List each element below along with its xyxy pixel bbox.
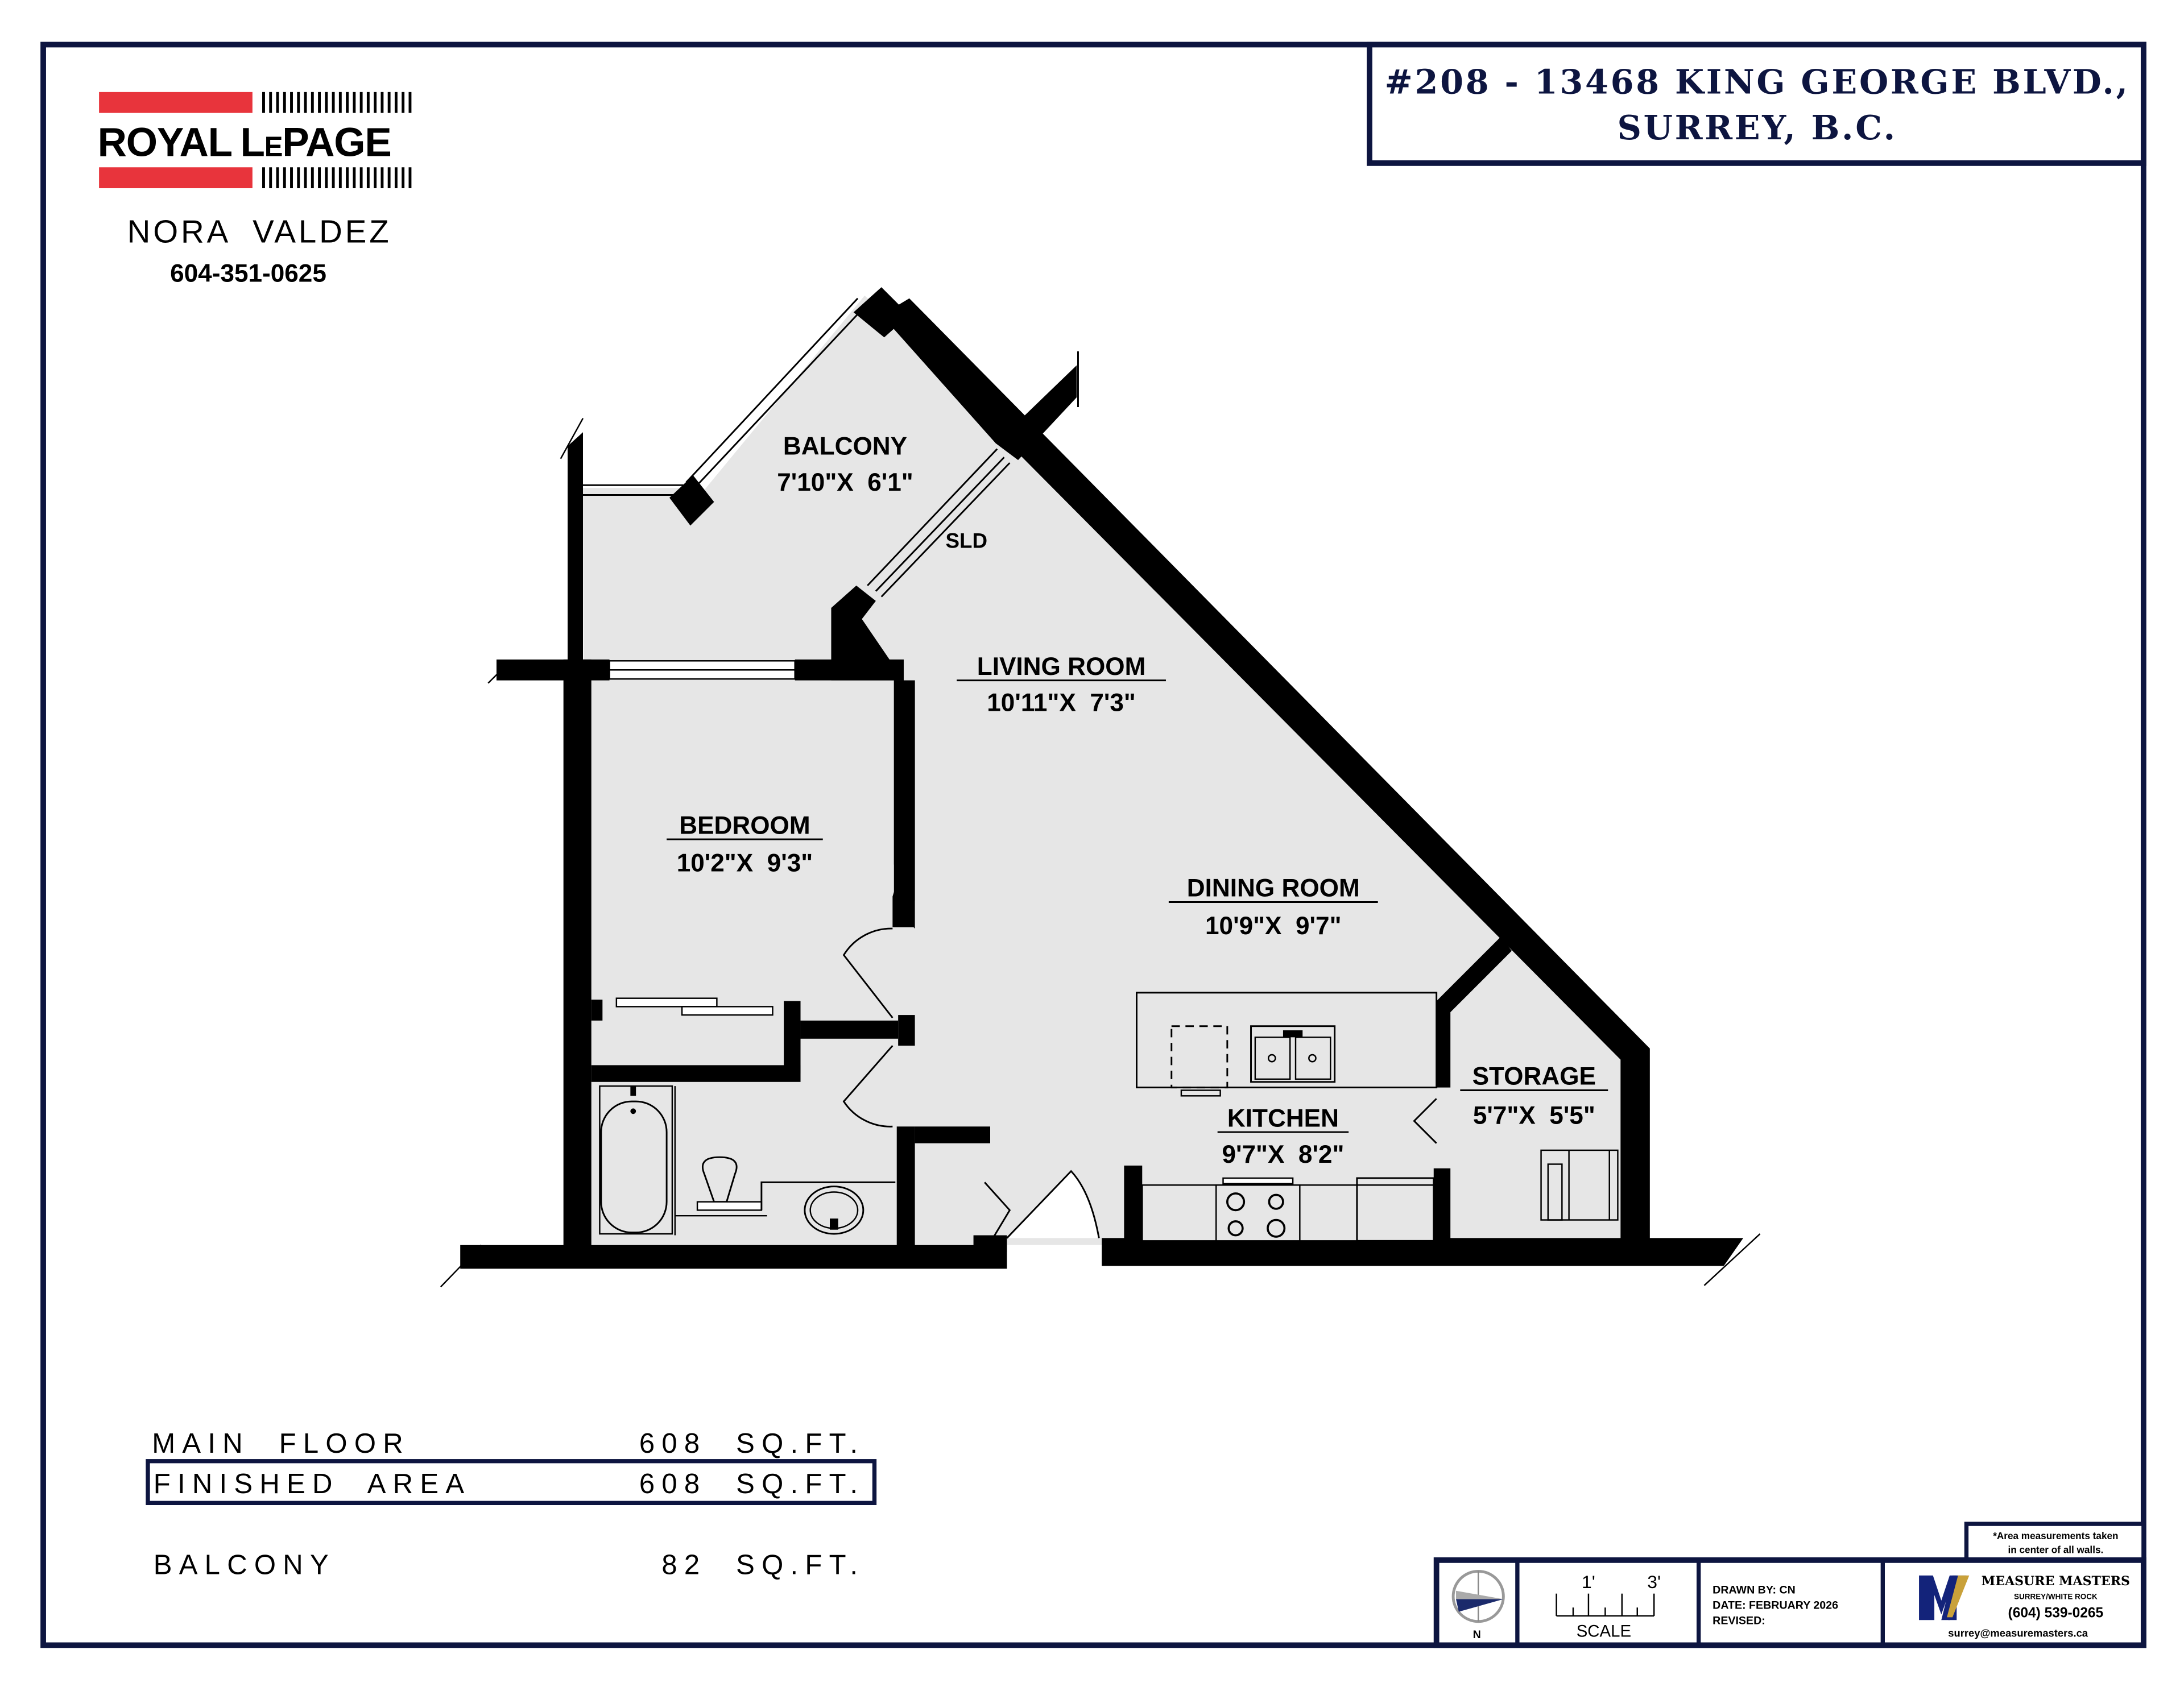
sliding-door <box>867 448 1011 598</box>
room-label-bedroom: BEDROOM 10'2"X 9'3" <box>667 811 823 877</box>
storage-wall <box>1436 936 1512 1088</box>
burner <box>1268 1193 1284 1210</box>
exterior-wall-bottom <box>460 1245 1007 1269</box>
balcony-post <box>669 475 714 526</box>
area-value-balcony: 82 SQ.FT. <box>661 1549 864 1580</box>
svg-text:1': 1' <box>1582 1572 1595 1592</box>
dishwasher-outline <box>1170 1025 1228 1089</box>
wall <box>831 585 904 681</box>
svg-text:BEDROOM: BEDROOM <box>679 811 810 839</box>
sld-label: SLD <box>946 529 988 553</box>
address-box: #208 - 13468 KING GEORGE BLVD., SURREY, … <box>1367 42 2146 166</box>
room-labels: BALCONY 7'10"X 6'1" SLD LIVING ROOM 10'1… <box>667 432 1608 1168</box>
svg-text:3': 3' <box>1647 1572 1661 1592</box>
svg-text:5'7"X 5'5": 5'7"X 5'5" <box>1473 1101 1595 1129</box>
area-label-main-floor: MAIN FLOOR <box>152 1428 410 1459</box>
area-value-main-floor: 608 SQ.FT. <box>639 1428 864 1459</box>
area-label-balcony: BALCONY <box>154 1549 336 1580</box>
logo-barcode-bottom <box>262 167 412 189</box>
burner <box>1226 1192 1246 1212</box>
bedroom-door-swing <box>842 927 894 1018</box>
measurement-note: *Area measurements taken in center of al… <box>1964 1522 2146 1562</box>
vanity-sink <box>760 1181 896 1235</box>
svg-text:10'9"X 9'7": 10'9"X 9'7" <box>1205 912 1341 940</box>
wall <box>1433 1168 1451 1241</box>
wall <box>995 365 1077 461</box>
burner <box>1227 1220 1244 1237</box>
title-block: N 1' 3' SCALE DRAWN BY: CN DATE: FEBRUAR… <box>1433 1557 2146 1648</box>
svg-text:in center of all walls.: in center of all walls. <box>2008 1544 2103 1556</box>
address-line-2: SURREY, B.C. <box>1617 108 1897 147</box>
mm-logo-mark <box>1919 1575 1957 1620</box>
revised: REVISED: <box>1713 1615 1765 1627</box>
kitchen-island <box>1135 992 1438 1097</box>
drawing-date: DATE: FEBRUARY 2026 <box>1713 1599 1838 1612</box>
logo-red-bar-top <box>99 92 253 113</box>
balcony-railing <box>582 297 866 496</box>
wall <box>1124 1165 1143 1242</box>
closet-door <box>615 997 718 1008</box>
logo-red-bar-bottom <box>99 167 253 189</box>
toilet <box>675 1156 767 1217</box>
svg-text:BALCONY: BALCONY <box>783 432 907 460</box>
wall <box>563 659 592 1252</box>
refrigerator <box>1356 1177 1435 1242</box>
svg-text:STORAGE: STORAGE <box>1472 1063 1596 1091</box>
area-value-finished: 608 SQ.FT. <box>639 1469 864 1499</box>
drawing-info: DRAWN BY: CN DATE: FEBRUARY 2026 REVISED… <box>1713 1584 1838 1627</box>
svg-text:*Area measurements taken: *Area measurements taken <box>1993 1530 2118 1541</box>
company-name: MEASURE MASTERS <box>1982 1574 2130 1589</box>
washer-dryer <box>1540 1149 1619 1221</box>
svg-text:10'11"X 7'3": 10'11"X 7'3" <box>987 689 1136 717</box>
area-label-finished: FINISHED AREA <box>154 1469 471 1499</box>
svg-text:LIVING ROOM: LIVING ROOM <box>977 653 1146 681</box>
burner <box>1267 1218 1286 1238</box>
storage-door <box>1413 1098 1437 1144</box>
bathroom-door-swing <box>842 1045 894 1128</box>
svg-text:10'2"X 9'3": 10'2"X 9'3" <box>677 849 813 877</box>
company-region: SURREY/WHITE ROCK <box>2014 1593 2098 1601</box>
room-label-dining-room: DINING ROOM 10'9"X 9'7" <box>1168 874 1378 940</box>
agent-name: NORA VALDEZ <box>127 214 392 250</box>
double-sink <box>1250 1025 1336 1083</box>
scale-bar: 1' 3' SCALE <box>1556 1572 1661 1641</box>
svg-text:SCALE: SCALE <box>1577 1622 1631 1641</box>
floor-plan <box>440 287 1761 1288</box>
room-label-storage: STORAGE 5'7"X 5'5" <box>1460 1063 1608 1129</box>
drawn-by: DRAWN BY: CN <box>1713 1584 1796 1597</box>
wall <box>896 1126 915 1252</box>
wall <box>496 659 568 681</box>
measure-masters-logo: MEASURE MASTERS SURREY/WHITE ROCK (604) … <box>1919 1574 2130 1639</box>
entry-door <box>1006 1170 1100 1239</box>
logo-barcode-top <box>262 92 412 113</box>
finished-area-highlight-box <box>146 1459 877 1506</box>
area-summary: MAIN FLOOR 608 SQ.FT. FINISHED AREA 608 … <box>146 1428 877 1580</box>
entry-closet-door <box>984 1182 1011 1239</box>
exterior-wall-diagonal <box>881 298 1650 1245</box>
room-label-living-room: LIVING ROOM 10'11"X 7'3" <box>957 653 1166 717</box>
wall <box>591 1065 801 1082</box>
kitchen-counter <box>1141 1177 1435 1242</box>
svg-text:DINING ROOM: DINING ROOM <box>1187 874 1360 902</box>
agent-phone: 604-351-0625 <box>170 259 326 287</box>
bathtub <box>599 1085 673 1235</box>
stove <box>1215 1184 1301 1242</box>
room-label-kitchen: KITCHEN 9'7"X 8'2" <box>1217 1104 1349 1168</box>
wall <box>800 1020 899 1039</box>
svg-text:N: N <box>1473 1628 1481 1641</box>
room-label-balcony: BALCONY 7'10"X 6'1" <box>777 432 913 496</box>
company-email: surrey@measuremasters.ca <box>1948 1627 2088 1639</box>
page-frame <box>40 42 2146 1648</box>
svg-text:9'7"X 8'2": 9'7"X 8'2" <box>1222 1141 1344 1168</box>
address-line-1: #208 - 13468 KING GEORGE BLVD., <box>1385 62 2130 101</box>
company-phone: (604) 539-0265 <box>2008 1605 2104 1620</box>
svg-text:KITCHEN: KITCHEN <box>1227 1104 1339 1132</box>
svg-text:7'10"X 6'1": 7'10"X 6'1" <box>777 469 913 496</box>
closet-door <box>681 1006 774 1016</box>
bedroom-window <box>609 660 796 680</box>
wall <box>568 432 583 677</box>
exterior-wall-bottom <box>1102 1238 1744 1266</box>
